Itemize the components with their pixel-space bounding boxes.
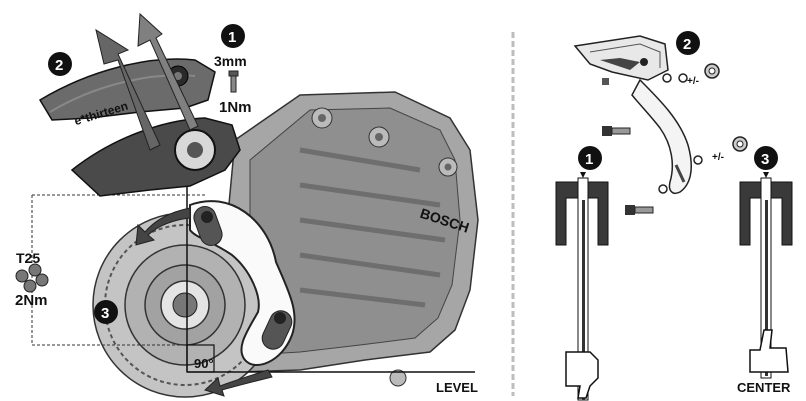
right-step-badge-3: 3	[761, 151, 769, 168]
center-label: CENTER	[737, 380, 791, 395]
tool-size-left: T25	[16, 250, 40, 266]
spacer-washers-top	[662, 63, 720, 83]
exploded-upper-guide	[573, 35, 669, 85]
thumbs-down-icon	[565, 351, 599, 399]
angle-label: 90°	[194, 356, 214, 371]
right-step-badge-2: 2	[683, 36, 691, 53]
screw-icon	[228, 70, 239, 93]
right-panel: 2 +/- +/- 1	[555, 31, 793, 401]
cross-section-off-center	[555, 172, 609, 401]
arrow-icon	[135, 207, 191, 246]
arrow-icon	[204, 369, 273, 397]
arrow-icon	[95, 12, 199, 151]
step-badge-1: 1	[228, 29, 236, 46]
spacer-label-b: +/-	[712, 152, 724, 163]
screw-icon	[602, 126, 631, 136]
tool-size-top: 3mm	[214, 53, 247, 69]
screw-icon	[625, 205, 654, 215]
spacer-washers-mid	[693, 136, 748, 165]
cross-section-centered	[739, 172, 793, 379]
spacer-label-a: +/-	[687, 76, 699, 87]
torque-left: 2Nm	[15, 292, 48, 309]
upper-chainguide: e*thirteen	[38, 58, 241, 197]
right-step-badge-1: 1	[585, 151, 593, 168]
left-panel: BOSCH 90° LEVEL	[15, 12, 479, 398]
torque-top: 1Nm	[219, 99, 252, 116]
level-label: LEVEL	[436, 380, 478, 395]
step-badge-3: 3	[101, 305, 109, 322]
chainguide-backplate	[189, 200, 296, 366]
step-badge-2: 2	[55, 57, 63, 74]
screw-icon	[15, 263, 49, 293]
thumbs-up-icon	[749, 329, 789, 373]
